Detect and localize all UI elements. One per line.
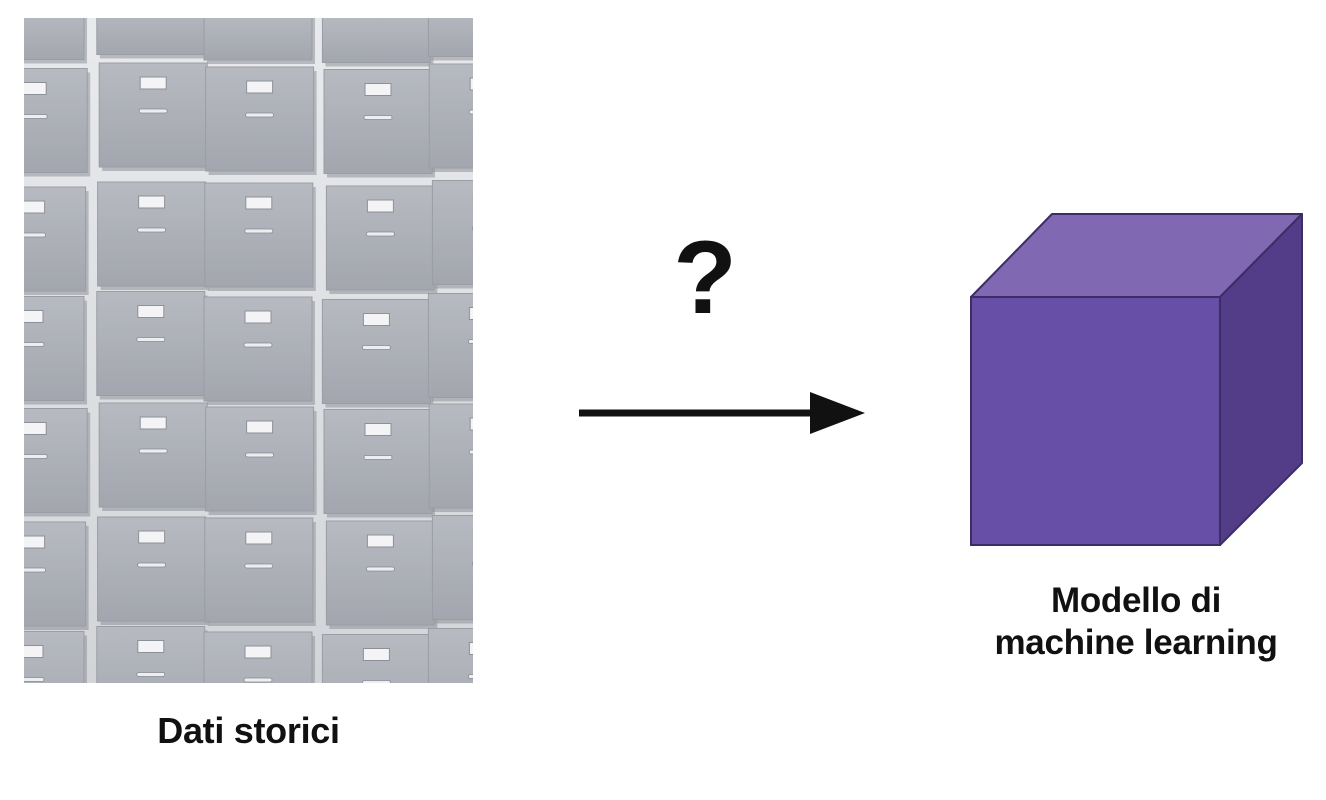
cabinet-drawer — [323, 69, 435, 178]
cabinet-drawer — [427, 628, 473, 683]
question-mark: ? — [673, 220, 737, 336]
cabinet-drawer — [431, 515, 473, 624]
cabinet-drawer — [205, 66, 317, 175]
cabinet-drawer — [24, 296, 87, 405]
cabinet-drawer — [428, 63, 473, 172]
cabinet-drawer — [24, 408, 91, 517]
cabinet-drawer — [204, 517, 316, 626]
cabinet-drawer — [97, 181, 209, 290]
cube-front-face — [970, 296, 1221, 546]
cabinet-drawer — [427, 18, 473, 61]
cabinet-drawer — [203, 18, 315, 64]
cabinet-drawer — [321, 634, 434, 683]
file-cabinet-drawers-photo — [24, 18, 473, 683]
cabinet-drawer — [98, 62, 211, 171]
cabinet-drawer — [204, 182, 316, 291]
cabinet-drawer — [321, 18, 434, 67]
cabinet-drawer — [24, 18, 87, 64]
historical-data-caption: Dati storici — [157, 710, 340, 751]
cabinet-drawer — [97, 516, 209, 625]
ml-model-caption-line2: machine learning — [994, 623, 1278, 662]
cabinet-drawer — [24, 631, 87, 683]
ml-model-caption: Modello di machine learning — [960, 580, 1312, 664]
cabinet-drawer — [96, 291, 208, 400]
cabinet-drawer — [323, 409, 435, 518]
cabinet-drawer — [325, 185, 438, 294]
ml-model-caption-line1: Modello di — [1050, 581, 1222, 620]
cabinet-drawer — [96, 626, 208, 683]
cabinet-drawer — [203, 296, 315, 405]
cube-icon — [970, 213, 1303, 546]
cabinet-drawer — [24, 68, 91, 177]
arrow-right-icon — [579, 392, 865, 434]
cabinet-drawer — [96, 18, 208, 59]
cabinet-drawer — [431, 180, 473, 289]
cabinet-drawer — [427, 293, 473, 402]
cabinet-drawer — [205, 406, 317, 515]
cabinet-drawer — [24, 186, 89, 295]
cabinet-drawer — [203, 631, 315, 683]
cabinet-drawer — [325, 520, 438, 629]
cabinet-drawer — [428, 403, 473, 512]
cabinet-drawer — [321, 299, 434, 408]
cabinet-drawer — [24, 521, 89, 630]
cabinet-drawer — [98, 402, 211, 511]
